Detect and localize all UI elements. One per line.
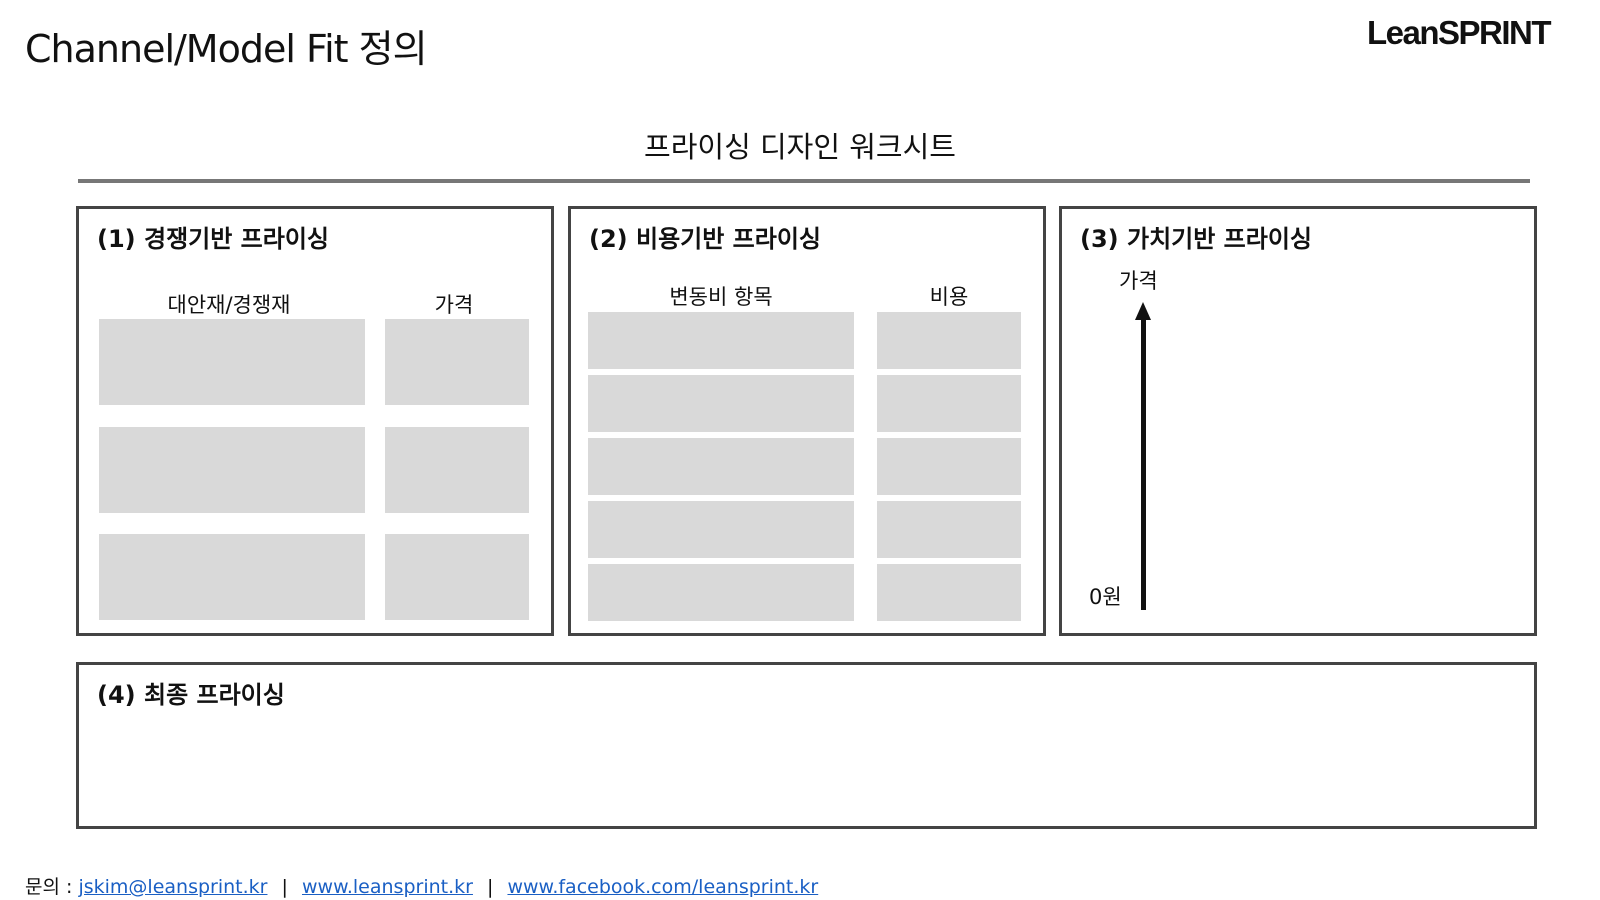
title-divider bbox=[78, 179, 1530, 183]
cost-input-5[interactable] bbox=[877, 564, 1021, 621]
footer-separator: | bbox=[487, 876, 494, 898]
variable-cost-column-header: 변동비 항목 bbox=[669, 285, 773, 309]
final-pricing-panel[interactable]: (4) 최종 프라이싱 bbox=[76, 662, 1537, 829]
competitive-pricing-title: (1) 경쟁기반 프라이싱 bbox=[97, 225, 329, 253]
cost-input-1[interactable] bbox=[877, 312, 1021, 369]
cost-pricing-title: (2) 비용기반 프라이싱 bbox=[589, 225, 821, 253]
contact-label: 문의 : bbox=[25, 876, 73, 898]
leansprint-logo: LeanSPRINT bbox=[1366, 14, 1552, 51]
cost-input-3[interactable] bbox=[877, 438, 1021, 495]
value-pricing-panel: (3) 가치기반 프라이싱 가격 0원 bbox=[1059, 206, 1537, 636]
price-input-2[interactable] bbox=[385, 427, 529, 513]
variable-cost-input-2[interactable] bbox=[588, 375, 854, 432]
price-input-3[interactable] bbox=[385, 534, 529, 620]
facebook-link[interactable]: www.facebook.com/leansprint.kr bbox=[507, 876, 819, 898]
email-link[interactable]: jskim@leansprint.kr bbox=[78, 876, 268, 898]
zero-won-label: 0원 bbox=[1089, 585, 1122, 609]
value-pricing-title: (3) 가치기반 프라이싱 bbox=[1080, 225, 1312, 253]
page-title: Channel/Model Fit 정의 bbox=[25, 27, 428, 71]
contact-footer: 문의 : jskim@leansprint.kr | www.leansprin… bbox=[25, 872, 818, 899]
alternative-input-1[interactable] bbox=[99, 319, 365, 405]
cost-input-2[interactable] bbox=[877, 375, 1021, 432]
final-pricing-title: (4) 최종 프라이싱 bbox=[97, 681, 285, 709]
variable-cost-input-5[interactable] bbox=[588, 564, 854, 621]
cost-input-4[interactable] bbox=[877, 501, 1021, 558]
website-link[interactable]: www.leansprint.kr bbox=[301, 876, 473, 898]
variable-cost-input-4[interactable] bbox=[588, 501, 854, 558]
variable-cost-input-3[interactable] bbox=[588, 438, 854, 495]
price-axis-arrow-icon bbox=[1135, 302, 1151, 320]
alternative-input-2[interactable] bbox=[99, 427, 365, 513]
price-axis-line bbox=[1141, 317, 1146, 610]
price-input-1[interactable] bbox=[385, 319, 529, 405]
alternative-input-3[interactable] bbox=[99, 534, 365, 620]
footer-separator: | bbox=[281, 876, 288, 898]
alternatives-column-header: 대안재/경쟁재 bbox=[167, 293, 291, 317]
variable-cost-input-1[interactable] bbox=[588, 312, 854, 369]
cost-pricing-panel: (2) 비용기반 프라이싱 변동비 항목 비용 bbox=[568, 206, 1046, 636]
price-column-header: 가격 bbox=[434, 293, 474, 317]
competitive-pricing-panel: (1) 경쟁기반 프라이싱 대안재/경쟁재 가격 bbox=[76, 206, 554, 636]
worksheet-title: 프라이싱 디자인 워크시트 bbox=[644, 130, 956, 164]
price-axis-label: 가격 bbox=[1119, 269, 1158, 293]
cost-column-header: 비용 bbox=[929, 285, 969, 309]
